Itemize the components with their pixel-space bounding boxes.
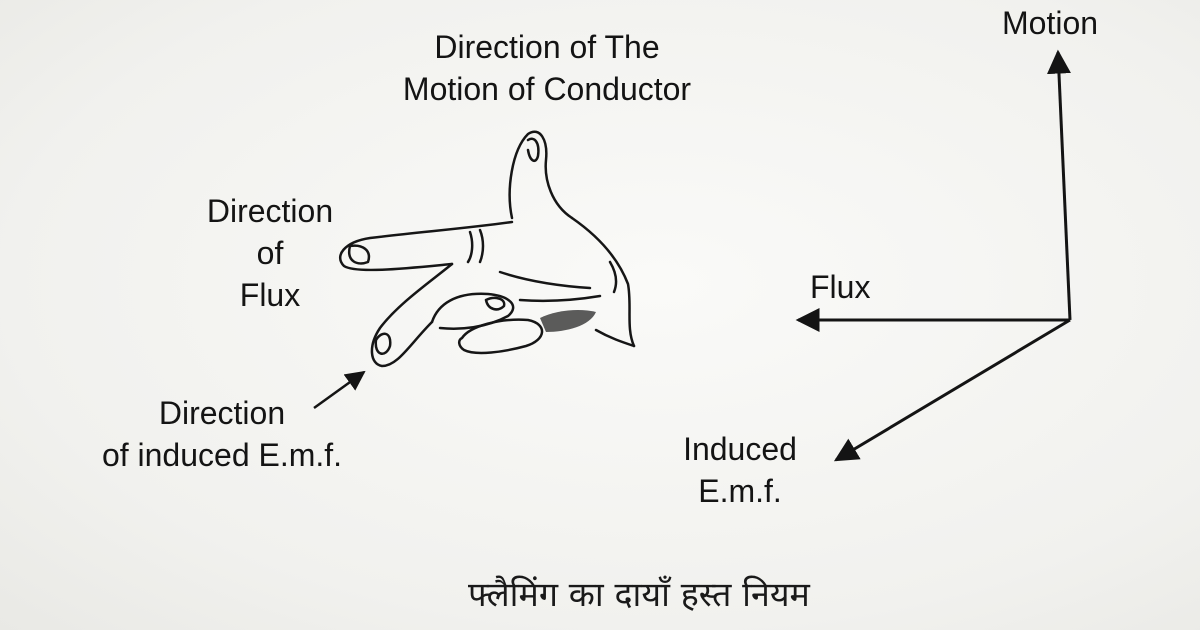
flux-direction-line-3: Flux [239, 277, 301, 313]
induced-emf-axis-label: Induced E.m.f. [660, 428, 820, 512]
caption-title: फ्लैमिंग का दायाँ हस्त नियम [468, 575, 810, 615]
flux-axis-label: Flux [810, 269, 871, 305]
index-fingernail [347, 244, 371, 265]
palm-shading [540, 310, 596, 332]
little-finger-outline [458, 318, 544, 355]
thumb-outline [508, 130, 574, 220]
induced-emf-line-1: Induced [683, 431, 797, 467]
emf-direction-label: Direction of induced E.m.f. [52, 392, 392, 476]
wrist-line [594, 328, 636, 348]
index-finger-outline [338, 220, 514, 272]
direction-axes [795, 49, 1072, 462]
index-knuckle-lines [466, 228, 485, 264]
emf-direction-line-1: Direction [158, 395, 286, 431]
palm-creases [498, 260, 618, 303]
motion-axis-label: Motion [1002, 5, 1099, 41]
motion-direction-label: Direction of The Motion of Conductor [352, 26, 742, 110]
palm-outline [570, 216, 636, 348]
motion-direction-line-1: Direction of The [434, 29, 660, 65]
flux-direction-line-2: of [256, 235, 284, 271]
motion-arrow [1046, 49, 1072, 321]
emf-pointer-arrow [313, 370, 366, 410]
induced-emf-arrow [833, 318, 1071, 462]
motion-direction-line-2: Motion of Conductor [402, 71, 692, 107]
ring-finger-outline [430, 292, 515, 330]
right-hand-drawing [338, 130, 636, 368]
little-fingernail [484, 296, 506, 311]
flux-direction-label: Direction of Flux [180, 190, 360, 316]
middle-fingernail [374, 332, 392, 355]
thumbnail [526, 137, 540, 163]
induced-emf-line-2: E.m.f. [698, 473, 782, 509]
flux-direction-line-1: Direction [206, 193, 334, 229]
middle-finger-outline [370, 262, 454, 368]
emf-direction-line-2: of induced E.m.f. [101, 437, 343, 473]
